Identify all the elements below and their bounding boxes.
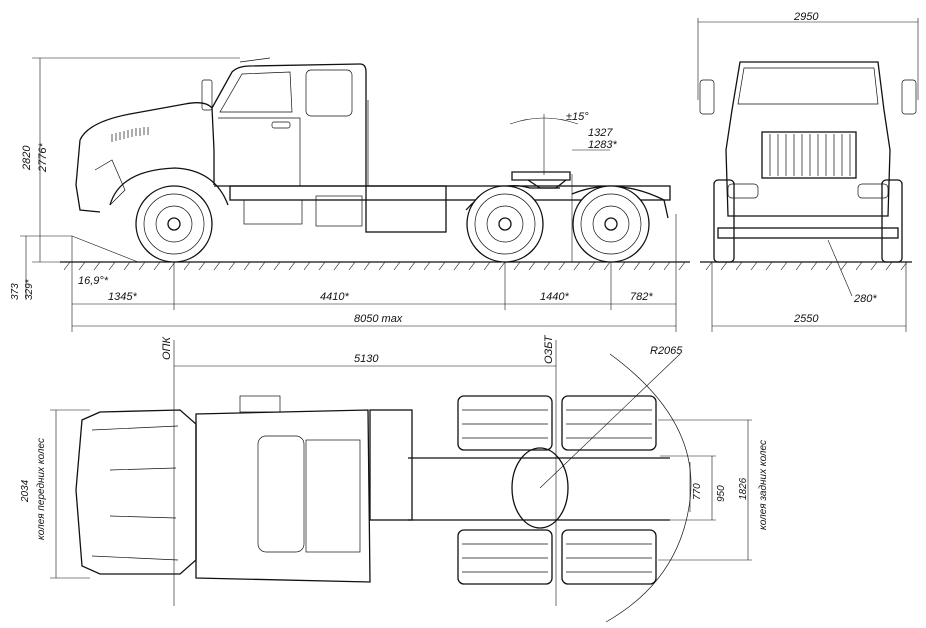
windshield	[737, 67, 879, 105]
fifth-wheel-height-text: 1327	[588, 127, 613, 139]
roof-lamp-top	[239, 395, 281, 413]
front-overhang-text: 1345*	[108, 291, 137, 303]
door-handle	[271, 121, 291, 129]
left-mirror	[699, 79, 715, 115]
fender-bracket	[94, 159, 126, 206]
fifth-wheel-mount	[527, 179, 567, 189]
top-view: ОПК ОЗБТ 5130 R2065	[20, 334, 769, 623]
door-outline	[218, 117, 301, 186]
chassis-frame	[229, 185, 671, 201]
fuel-tank	[365, 185, 447, 233]
wheelbase-text: 4410*	[320, 291, 349, 303]
left-headlight	[727, 183, 759, 199]
front-track-label: колея передних колес	[36, 438, 47, 540]
side-mirror	[201, 79, 213, 111]
rear-wheel-2	[572, 185, 650, 263]
front-track-width-text: 2550	[793, 313, 819, 325]
front-bumper	[717, 227, 899, 239]
inner-dim-1-text: 770	[692, 483, 703, 500]
turn-radius-leader	[539, 353, 681, 489]
clearance-dim-text: 373	[10, 283, 21, 300]
ozbt-label: ОЗБТ	[543, 334, 555, 364]
top-hood	[75, 409, 197, 575]
cab-outline	[211, 63, 367, 187]
side-view: 2820 2776* 373 329* 16,9°* 1345* 4410* 1…	[10, 57, 690, 332]
hood-outline	[79, 102, 215, 185]
turn-radius-arc	[605, 353, 692, 623]
right-mirror	[901, 79, 917, 115]
swing-angle-text: ±15°	[566, 111, 589, 123]
cab-front-window	[219, 71, 293, 113]
sleeper-roof	[305, 439, 361, 553]
fifth-wheel-swing-arc	[509, 117, 579, 125]
inner-dim-2-text: 950	[716, 485, 727, 502]
front-grille-slats	[769, 134, 851, 176]
fifth-wheel-plate	[511, 171, 571, 181]
height-dim-text: 2820	[21, 145, 33, 171]
rear-right-wheels-2	[561, 529, 657, 585]
top-cab-roof	[195, 409, 371, 583]
front-clearance-text: 280*	[853, 293, 877, 305]
axle-spacing-text: 1440*	[540, 291, 569, 303]
battery-box	[315, 195, 363, 227]
cab-front-outline	[725, 61, 891, 217]
approach-angle-line	[71, 235, 139, 263]
front-wheel	[135, 185, 213, 263]
front-track-text: 2034	[20, 479, 31, 503]
turn-radius-text: R2065	[650, 345, 683, 357]
overall-width-text: 2950	[793, 11, 819, 23]
rear-track-label: колея задних колес	[758, 440, 769, 530]
right-headlight	[857, 183, 889, 199]
rear-left-wheels-1	[457, 395, 553, 451]
front-grille	[761, 131, 857, 179]
clearance-alt-dim-text: 329*	[24, 278, 35, 300]
roof-marker-lamp	[239, 57, 271, 63]
front-right-tire	[881, 179, 903, 263]
rear-wheel-treads	[462, 409, 652, 573]
step-box	[243, 199, 303, 225]
approach-angle-text: 16,9°*	[78, 275, 109, 287]
rear-track-text: 1826	[738, 477, 749, 500]
height-alt-dim-text: 2776*	[37, 143, 49, 173]
hood-ribs	[91, 425, 179, 561]
fuel-tank-top	[369, 409, 413, 521]
ground-hatch	[63, 261, 686, 271]
cab-rear-window	[305, 69, 353, 117]
grille-slats	[111, 127, 149, 142]
rear-wheel-1	[466, 185, 544, 263]
fifth-wheel-top	[511, 447, 569, 529]
rear-right-wheels-1	[457, 529, 553, 585]
rear-overhang-text: 782*	[630, 291, 653, 303]
cab-roof-hatch	[257, 435, 305, 553]
opk-ozbt-distance-text: 5130	[354, 353, 379, 365]
overall-length-text: 8050 max	[354, 313, 403, 325]
front-view: 2950 2550 280*	[697, 11, 919, 332]
front-ground-hatch	[705, 261, 908, 271]
opk-label: ОПК	[161, 336, 173, 360]
front-bumper-outline	[75, 139, 101, 213]
rear-left-wheels-2	[561, 395, 657, 451]
front-left-tire	[713, 179, 735, 263]
fifth-wheel-height-alt-text: 1283*	[588, 139, 617, 151]
